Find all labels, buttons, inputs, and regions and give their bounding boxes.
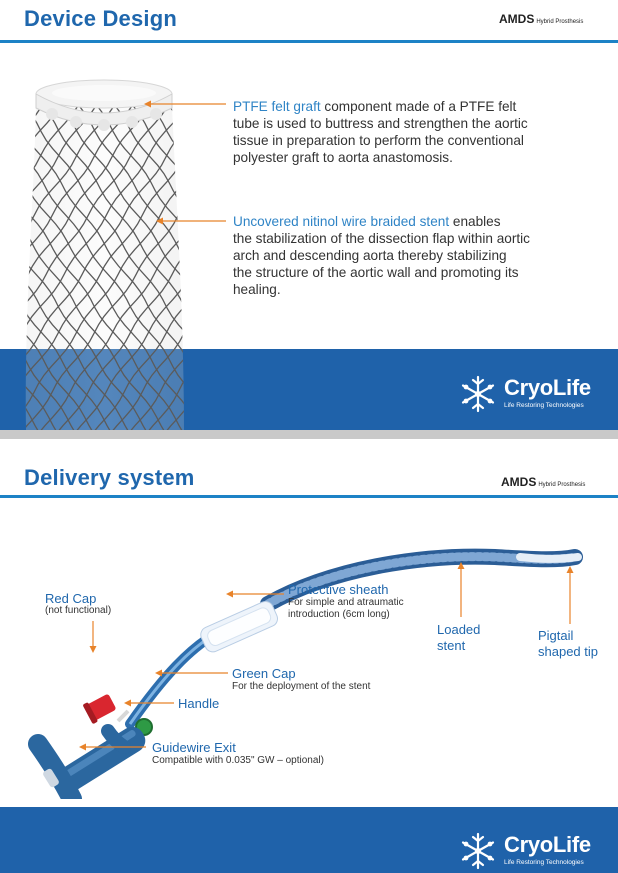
stent-wire bbox=[127, 106, 185, 430]
brand-subtitle: Hybrid Prosthesis bbox=[538, 482, 586, 488]
stent-wire bbox=[71, 106, 185, 430]
stent-wire bbox=[25, 106, 185, 430]
stent-wire bbox=[25, 106, 137, 430]
callout-term: Uncovered nitinol wire braided stent bbox=[233, 214, 450, 229]
stent-wire bbox=[107, 106, 185, 430]
stent-wire bbox=[35, 106, 185, 430]
stent-wire bbox=[53, 106, 185, 430]
title-rule bbox=[0, 495, 618, 498]
callout-term: PTFE felt graft bbox=[233, 99, 321, 114]
stent-wire bbox=[25, 106, 185, 430]
cryolife-logo: CryoLife Life Restoring Technologies bbox=[458, 374, 608, 414]
stent-wire bbox=[25, 106, 185, 430]
stent-wire bbox=[125, 106, 185, 430]
stent-wire bbox=[25, 106, 185, 430]
label-pigtail-tip: Pigtail shaped tip bbox=[538, 628, 598, 659]
stent-wire bbox=[109, 106, 185, 430]
stent-wire bbox=[25, 106, 185, 430]
label-handle: Handle bbox=[178, 696, 220, 711]
label-red-cap: Red Cap bbox=[45, 591, 97, 606]
title-rule bbox=[0, 40, 618, 43]
label-loaded-stent: Loaded stent bbox=[437, 622, 481, 653]
label-guidewire-note: Compatible with 0.035" GW – optional) bbox=[152, 755, 324, 766]
delivery-system-image bbox=[28, 548, 583, 799]
leader-lines bbox=[144, 100, 226, 225]
stent-wire bbox=[89, 106, 185, 430]
logo-wordmark: CryoLife bbox=[504, 832, 591, 857]
stent-wire bbox=[25, 106, 185, 430]
page-title: Device Design bbox=[24, 6, 178, 31]
stent-wire bbox=[25, 106, 167, 430]
stent-wire bbox=[25, 106, 113, 430]
snowflake-icon bbox=[461, 832, 495, 870]
leader-lines bbox=[79, 562, 574, 751]
label-protective-sheath: Protective sheath bbox=[288, 582, 389, 597]
cryolife-logo: CryoLife Life Restoring Technologies bbox=[458, 831, 608, 871]
stent-wire bbox=[55, 106, 185, 430]
label-green-cap-note: For the deployment of the stent bbox=[232, 681, 371, 692]
callout-line: the stabilization of the dissection flap… bbox=[233, 231, 530, 246]
stent-wire bbox=[25, 106, 83, 430]
callout-line: arch and descending aorta thereby stabil… bbox=[233, 248, 507, 263]
callout-nitinol-stent: Uncovered nitinol wire braided stent ena… bbox=[233, 213, 603, 298]
callout-line: tube is used to buttress and strengthen … bbox=[233, 116, 528, 131]
stent-wire bbox=[37, 106, 185, 430]
stent-wire bbox=[25, 106, 185, 430]
stent-wire bbox=[25, 106, 185, 430]
footer-band bbox=[0, 807, 618, 873]
logo-tagline: Life Restoring Technologies bbox=[504, 859, 584, 866]
callout-line: tissue in preparation to perform the con… bbox=[233, 133, 524, 148]
callout-line: polyester graft to aorta anastomosis. bbox=[233, 150, 453, 165]
logo-wordmark: CryoLife bbox=[504, 375, 591, 400]
stent-wire bbox=[25, 106, 173, 430]
stent-wire bbox=[91, 106, 185, 430]
stent-wire bbox=[25, 106, 185, 430]
label-guidewire-exit: Guidewire Exit bbox=[152, 740, 236, 755]
label-protective-sheath-note: For simple and atraumatic introduction (… bbox=[288, 597, 404, 620]
logo-tagline: Life Restoring Technologies bbox=[504, 402, 584, 409]
brand-subtitle: Hybrid Prosthesis bbox=[536, 19, 584, 25]
callout-line: healing. bbox=[233, 282, 281, 297]
snowflake-icon bbox=[461, 375, 495, 413]
stent-wire bbox=[25, 106, 131, 430]
stent-wire bbox=[25, 106, 77, 430]
stent-wire bbox=[25, 106, 155, 430]
stent-wire bbox=[73, 106, 185, 430]
stent-wire bbox=[25, 106, 95, 430]
label-green-cap: Green Cap bbox=[232, 666, 296, 681]
brand-name: AMDS bbox=[499, 12, 535, 26]
page-title: Delivery system bbox=[24, 465, 195, 490]
stent-wire bbox=[25, 106, 185, 430]
brand-name: AMDS bbox=[501, 475, 537, 489]
slide-gap bbox=[0, 430, 618, 439]
stent-image bbox=[25, 79, 185, 430]
callout-ptfe-felt-graft: PTFE felt graft component made of a PTFE… bbox=[233, 98, 603, 166]
stent-wire bbox=[25, 106, 119, 430]
callout-line: the structure of the aortic wall and pro… bbox=[233, 265, 519, 280]
stent-wire bbox=[25, 106, 101, 430]
label-red-cap-note: (not functional) bbox=[45, 605, 112, 616]
